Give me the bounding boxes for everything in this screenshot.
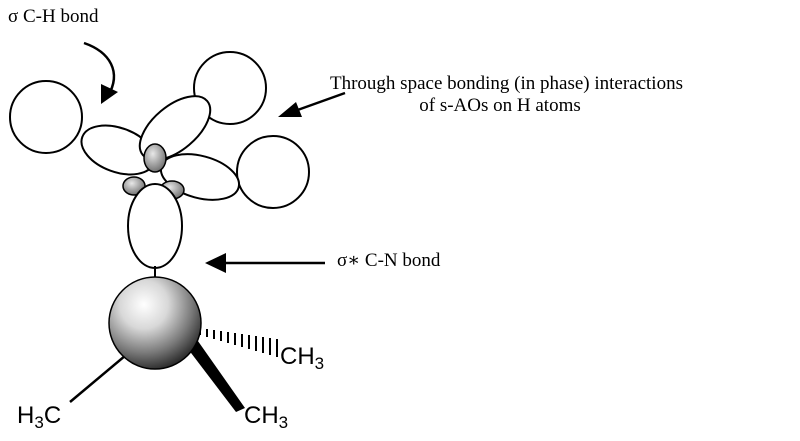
methyl-label-left: H3C xyxy=(17,402,62,432)
through-space-label-line2: of s-AOs on H atoms xyxy=(419,95,581,116)
methyl-lower-sub: 3 xyxy=(278,413,289,432)
n-ch3-wedge-bond xyxy=(185,334,245,412)
sigma-ch-label: σ C-H bond xyxy=(8,6,99,27)
nitrogen-atom xyxy=(108,276,202,370)
methyl-left-main: H xyxy=(17,402,35,429)
methyl-left-sub: 3 xyxy=(34,413,44,432)
cn-lobe xyxy=(127,183,183,269)
back-lobe-top xyxy=(143,143,167,173)
methyl-left-tail: C xyxy=(43,402,62,429)
n-ch3-left-bond xyxy=(69,349,133,403)
through-space-arrow xyxy=(291,91,346,114)
methyl-label-upper: CH3 xyxy=(280,343,325,373)
h-s-orbital-top xyxy=(193,51,267,125)
through-space-label: Through space bonding (in phase) interac… xyxy=(330,73,683,117)
methyl-upper-main: CH xyxy=(280,343,315,370)
n-ch3-hash-bond xyxy=(199,328,278,357)
sigma-star-arrowhead xyxy=(205,253,226,273)
through-space-arrowhead xyxy=(278,102,302,117)
methyl-lower-main: CH xyxy=(244,402,279,429)
sigma-ch-arrowhead xyxy=(101,84,118,104)
h-s-orbital-left xyxy=(9,80,83,154)
sigma-star-cn-label: σ∗ C-N bond xyxy=(337,250,441,271)
h-s-orbital-right xyxy=(236,135,310,209)
methyl-label-lower: CH3 xyxy=(244,402,289,432)
through-space-label-line1: Through space bonding (in phase) interac… xyxy=(330,73,683,94)
methyl-upper-sub: 3 xyxy=(314,354,325,373)
